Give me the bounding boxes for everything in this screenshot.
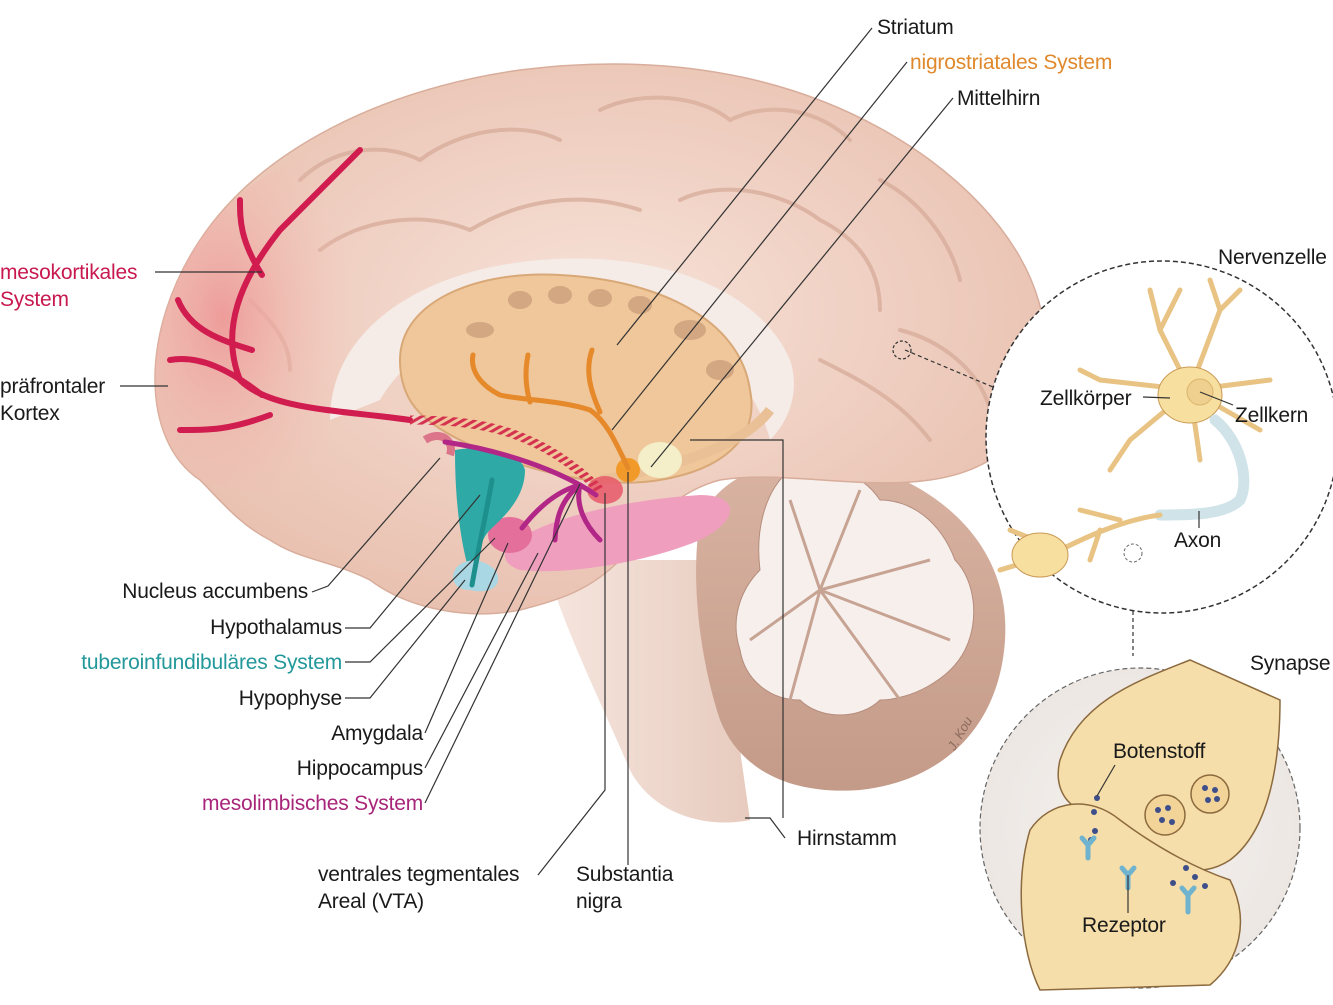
label-mesolimbisches-system: mesolimbisches System [201,792,423,815]
label-rezeptor: Rezeptor [1082,914,1166,937]
label-synapse: Synapse [1250,652,1331,675]
botenstoff-leader [1096,764,1116,797]
label-nervenzelle: Nervenzelle [1218,246,1327,269]
midbrain-shape [638,442,682,478]
zellkoerper-leader [1142,396,1171,399]
brain-zoom-marker [892,340,912,360]
prefrontal-cortex-region [155,140,380,495]
neuron-illustration [997,277,1273,578]
label-mittelhirn: Mittelhirn [957,87,1041,110]
mesocortical-pathway [167,147,413,433]
label-hippocampus: Hippocampus [296,757,423,780]
label-axon: Axon [1174,529,1222,552]
brainstem [545,560,750,823]
neuron-inset-circle [985,260,1333,614]
label-praefrontaler-1: präfrontaler [0,375,105,398]
synapse-zoom-marker [1123,543,1143,563]
label-mesokortikales-2: System [0,288,69,311]
label-mesokortikales-1: mesokortikales [0,261,138,284]
axon [1154,414,1250,521]
label-nigrostriatales-system: nigrostriatales System [910,51,1113,74]
mesocortical-hatched [409,415,604,494]
tuberoinfundibular-tract [469,477,495,588]
vesicles [1144,774,1230,836]
label-substantia-2: nigra [576,890,622,913]
label-vta-2: Areal (VTA) [318,890,424,913]
label-vta-1: ventrales tegmentales [318,863,520,886]
label-tuberoinfundibulaeres-system: tuberoinfundibuläres System [81,651,342,674]
label-hypophyse: Hypophyse [238,687,342,710]
label-amygdala: Amygdala [331,722,423,745]
label-hirnstamm: Hirnstamm [797,827,897,850]
hypothalamus-shape [455,448,525,575]
second-cell-body [1011,532,1069,578]
nucleus-accumbens-hatch [422,432,455,457]
label-botenstoff: Botenstoff [1113,740,1206,763]
label-hypothalamus: Hypothalamus [210,616,342,639]
label-striatum: Striatum [877,16,954,39]
dendrites [1077,277,1273,473]
label-substantia-1: Substantia [576,863,674,886]
label-zellkoerper: Zellkörper [1040,387,1132,410]
arbor-vitae [735,465,975,716]
label-praefrontaler-2: Kortex [0,402,60,425]
zellkern-leader [1199,391,1234,406]
leader-lines [120,27,1134,876]
nigrostriatal-pathway [469,347,631,471]
postsynaptic-terminal [1020,803,1242,991]
hippocampus-shape [504,495,730,572]
striatum-holes [466,286,734,380]
label-nucleus-accumbens: Nucleus accumbens [122,580,308,603]
receptors [1079,835,1197,915]
label-zellkern: Zellkern [1235,404,1309,427]
